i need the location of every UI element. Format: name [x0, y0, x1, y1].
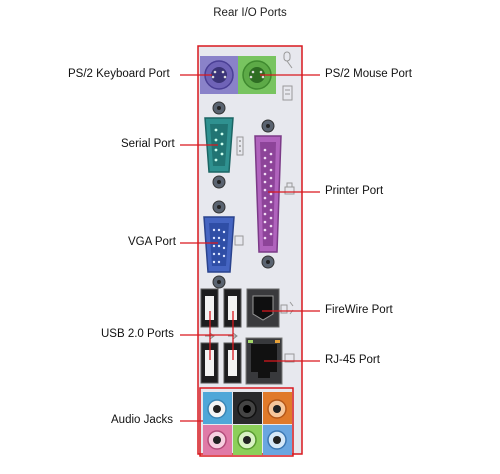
serial-icon	[236, 136, 244, 156]
keyboard-icon	[282, 85, 293, 101]
monitor-icon	[234, 235, 244, 246]
diagram-title: Rear I/O Ports	[213, 7, 287, 19]
mouse-icon	[283, 51, 293, 69]
usb-port-lower-right	[223, 342, 242, 384]
printer-icon	[284, 182, 295, 195]
network-icon	[284, 353, 295, 363]
leader-lines	[180, 74, 320, 422]
audio-jacks	[203, 392, 292, 455]
label-ps2-keyboard: PS/2 Keyboard Port	[68, 68, 170, 80]
label-vga: VGA Port	[128, 236, 176, 248]
label-serial: Serial Port	[121, 138, 175, 150]
firewire-port	[246, 288, 280, 328]
ps2-keyboard-port	[200, 56, 238, 94]
printer-port	[254, 119, 282, 269]
label-usb: USB 2.0 Ports	[101, 328, 174, 340]
usb-port-upper-right	[223, 288, 242, 328]
label-audio: Audio Jacks	[111, 414, 174, 426]
label-rj45: RJ-45 Port	[325, 354, 380, 366]
label-printer: Printer Port	[325, 185, 384, 197]
label-firewire: FireWire Port	[325, 304, 393, 316]
serial-port	[204, 101, 234, 189]
label-ps2-mouse: PS/2 Mouse Port	[325, 68, 412, 80]
audio-jacks-frame	[199, 387, 294, 457]
vga-port	[203, 200, 235, 289]
